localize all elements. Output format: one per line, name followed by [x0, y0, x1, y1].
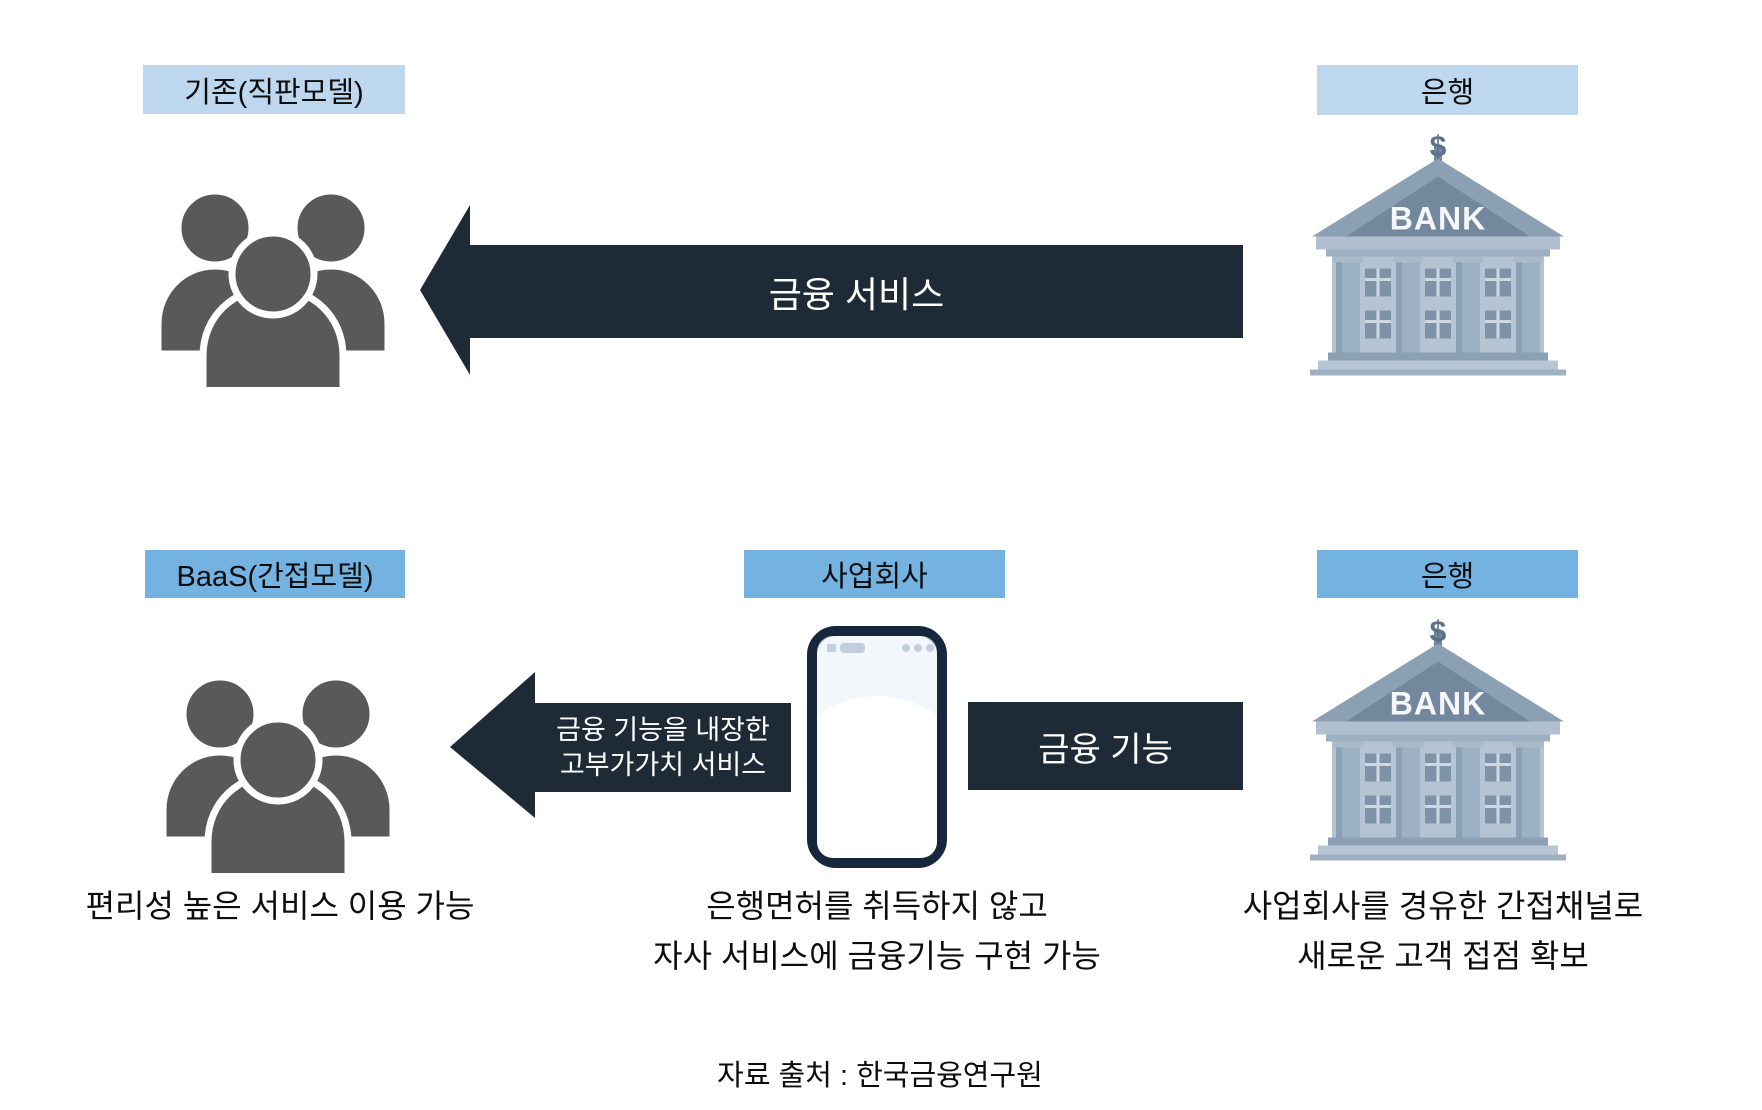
label-bank-bottom: 은행: [1317, 550, 1578, 598]
embedded-service-arrow: 금융 기능을 내장한 고부가가치 서비스: [450, 672, 791, 818]
phone-status-pill-small: [827, 644, 836, 652]
label-baas-model-text: BaaS(간접모델): [176, 561, 374, 593]
phone-status-dots: [902, 644, 934, 652]
bank-eave: [1316, 721, 1560, 735]
label-business-company-text: 사업회사: [821, 561, 928, 593]
caption-bank-line1: 사업회사를 경유한 간접채널로: [1242, 888, 1644, 924]
bank-columns: [1333, 256, 1543, 353]
smartphone-icon: [807, 626, 947, 868]
label-bank-top: 은행: [1317, 65, 1578, 115]
caption-company-line2: 자사 서비스에 금융기능 구현 가능: [653, 937, 1101, 974]
bank-windows: [1365, 753, 1511, 824]
caption-bank-line2: 새로운 고객 접점 확보: [1297, 937, 1589, 974]
embedded-service-arrow-line2: 고부가가치 서비스: [559, 749, 767, 780]
financial-services-arrow-label: 금융 서비스: [768, 273, 945, 315]
people-group-icon: [159, 673, 397, 873]
financial-function-label: 금융 기능: [1038, 730, 1173, 769]
caption-consumers-text: 편리성 높은 서비스 이용 가능: [85, 888, 475, 924]
bank-steps: [1310, 352, 1566, 376]
dollar-sign: $: [1430, 616, 1447, 649]
bank-band: [1326, 249, 1550, 257]
caption-bank: 사업회사를 경유한 간접채널로 새로운 고객 접점 확보: [1183, 882, 1703, 981]
financial-function-box: 금융 기능: [968, 702, 1243, 790]
bank-band: [1326, 734, 1550, 742]
phone-screen: [817, 636, 937, 858]
dollar-pole: [1434, 146, 1442, 163]
dollar-sign: $: [1430, 131, 1447, 164]
person-back-right-head: [295, 673, 377, 755]
bank-building-icon: $ BANK: [1310, 131, 1566, 376]
person-back-right-head: [290, 187, 372, 269]
bank-columns: [1333, 741, 1543, 838]
label-existing-model: 기존(직판모델): [143, 65, 405, 114]
source-note: 자료 출처 : 한국금융연구원: [620, 1052, 1140, 1094]
source-note-text: 자료 출처 : 한국금융연구원: [717, 1060, 1043, 1092]
person-back-left-head: [174, 187, 256, 269]
caption-company: 은행면허를 취득하지 않고 자사 서비스에 금융기능 구현 가능: [617, 882, 1137, 981]
phone-status-pill-large: [840, 643, 865, 653]
person-back-left-head: [179, 673, 261, 755]
label-bank-bottom-text: 은행: [1420, 561, 1475, 593]
dollar-pole: [1434, 631, 1442, 648]
people-group-icon: [154, 187, 392, 387]
bank-sign-text: BANK: [1390, 201, 1486, 237]
caption-consumers: 편리성 높은 서비스 이용 가능: [20, 882, 540, 932]
bank-roof-inner: [1346, 661, 1530, 722]
bank-eave: [1316, 236, 1560, 250]
embedded-service-arrow-line1: 금융 기능을 내장한: [556, 714, 770, 745]
caption-company-line1: 은행면허를 취득하지 않고: [706, 888, 1048, 924]
bank-steps: [1310, 837, 1566, 861]
label-baas-model: BaaS(간접모델): [145, 550, 405, 598]
person-front-head: [228, 229, 318, 319]
bank-windows: [1365, 268, 1511, 339]
bank-building-icon: $ BANK: [1310, 616, 1566, 861]
financial-services-arrow: 금융 서비스: [420, 205, 1243, 375]
label-bank-top-text: 은행: [1420, 77, 1475, 109]
bank-roof-inner: [1346, 176, 1530, 237]
label-existing-model-text: 기존(직판모델): [184, 76, 364, 109]
bank-sign-text: BANK: [1390, 686, 1486, 722]
person-front-head: [233, 715, 323, 805]
label-business-company: 사업회사: [744, 550, 1005, 598]
